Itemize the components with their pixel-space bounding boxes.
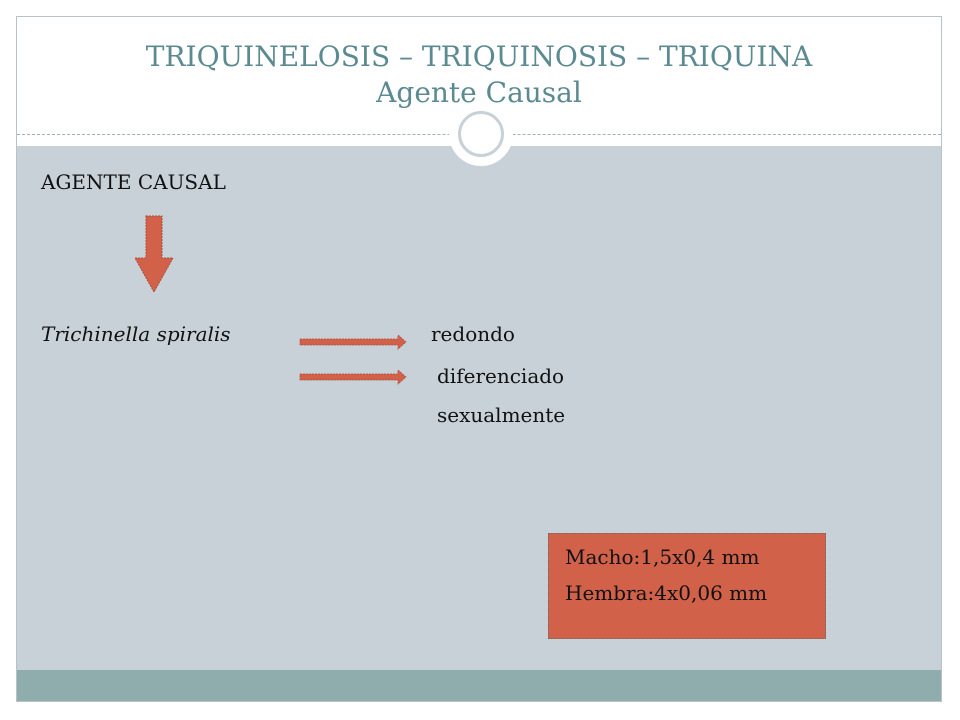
- slide-title: TRIQUINELOSIS – TRIQUINOSIS – TRIQUINA: [145, 40, 813, 73]
- descriptor-diferenciado: diferenciado: [437, 364, 565, 388]
- section-heading: AGENTE CAUSAL: [41, 170, 226, 194]
- descriptor-sexualmente: sexualmente: [437, 403, 566, 427]
- descriptor-redondo: redondo: [431, 322, 515, 346]
- female-measurement: Hembra:4x0,06 mm: [565, 581, 768, 605]
- right-arrow-icon: [299, 334, 407, 350]
- right-arrow-icon: [299, 369, 407, 385]
- male-measurement: Macho:1,5x0,4 mm: [565, 545, 760, 569]
- organism-name: Trichinella spiralis: [41, 322, 231, 346]
- footer-band: [17, 670, 941, 701]
- measurements-box: Macho:1,5x0,4 mm Hembra:4x0,06 mm: [548, 533, 826, 639]
- decorative-ring-icon: [449, 102, 513, 166]
- down-arrow-icon: [134, 215, 174, 294]
